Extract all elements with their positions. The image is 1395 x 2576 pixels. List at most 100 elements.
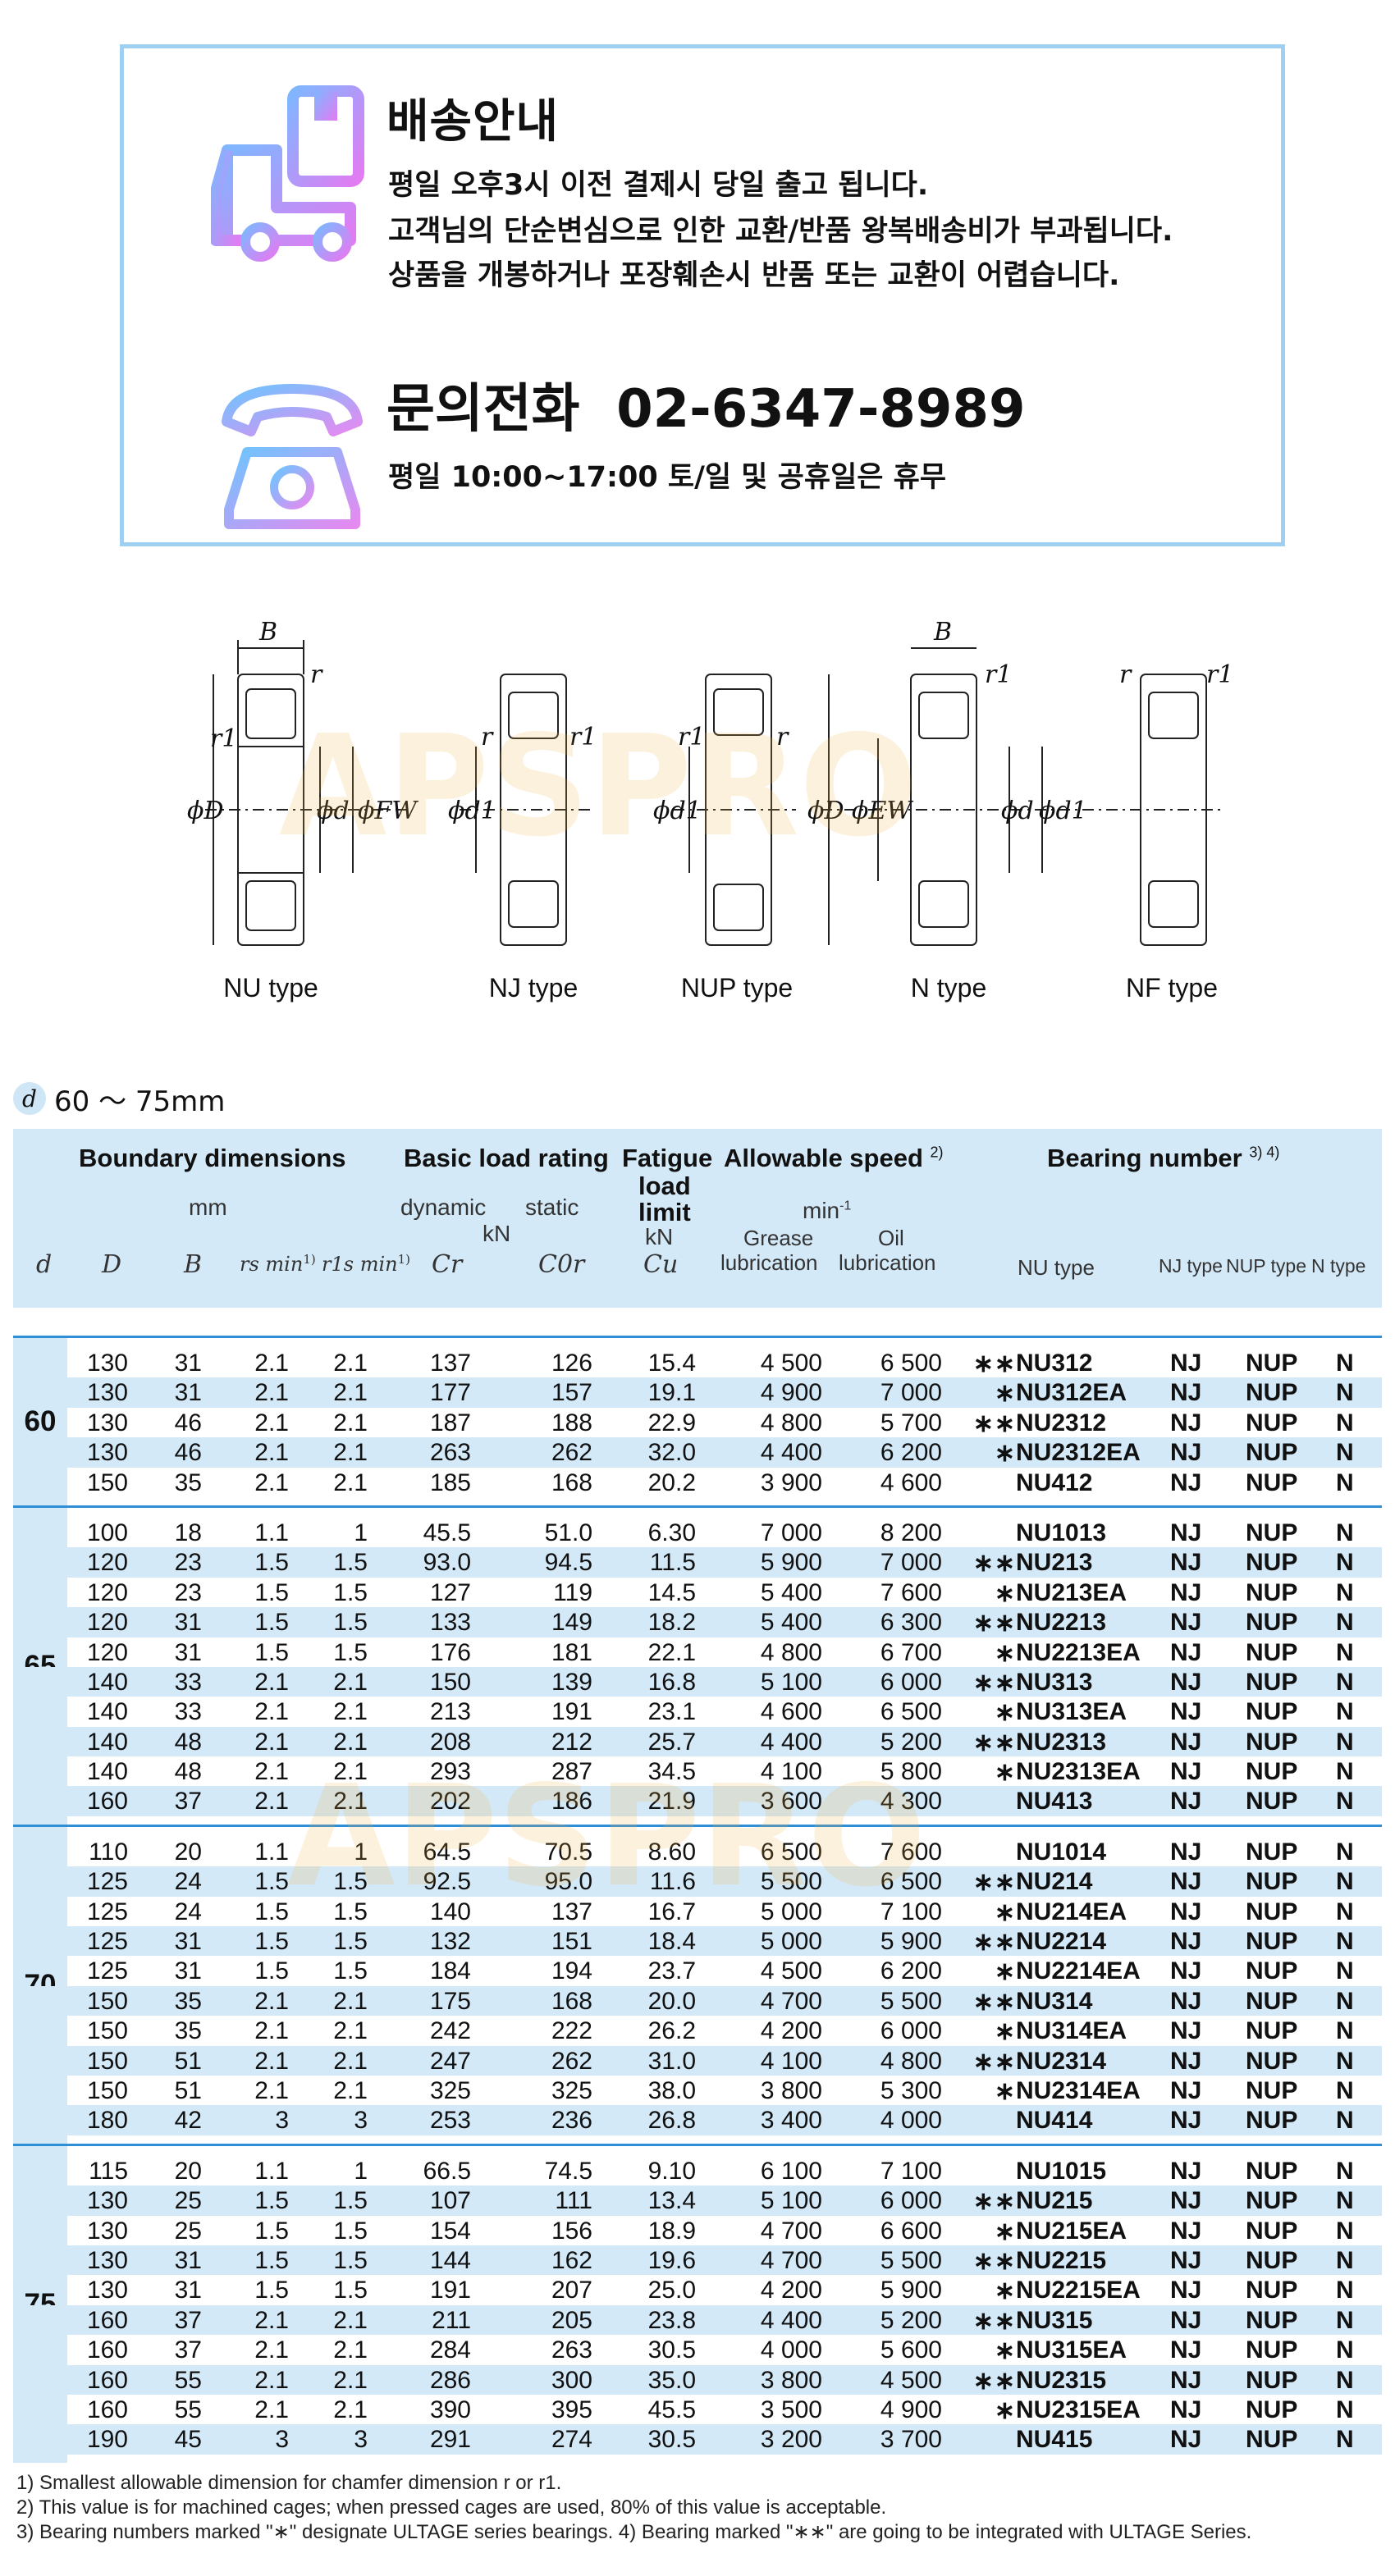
cell-D: 150: [86, 1468, 128, 1496]
cell-nup: NUP: [1246, 1758, 1298, 1786]
cell-D: 125: [86, 1868, 128, 1896]
cell-mark: ∗: [994, 1440, 1016, 1468]
cell-Cr: 184: [429, 1957, 471, 1985]
cell-nj: NJ: [1170, 2217, 1202, 2245]
cell-n: N: [1336, 1350, 1354, 1377]
bore-diameter-label: 60: [13, 1338, 67, 1505]
hdr-r1s: r1s min1): [322, 1252, 410, 1276]
hdr-dynamic: dynamic: [400, 1194, 487, 1220]
cell-rs: 1.1: [254, 1519, 289, 1546]
cell-B: 48: [174, 1728, 202, 1756]
cell-B: 33: [174, 1668, 202, 1696]
cell-rs: 2.1: [254, 2396, 289, 2423]
cell-Cr: 213: [429, 1698, 471, 1726]
cell-B: 51: [174, 2047, 202, 2075]
cell-r1s: 1.5: [333, 2187, 368, 2215]
hdr-Cr: Cr: [432, 1250, 463, 1279]
cell-grease: 3 800: [760, 2076, 822, 2104]
cell-grease: 6 500: [760, 1838, 822, 1866]
cell-grease: 5 900: [760, 1549, 822, 1577]
cell-rs: 1.5: [254, 2217, 289, 2245]
cell-nup: NUP: [1246, 2366, 1298, 2394]
cell-D: 160: [86, 1788, 128, 1816]
cell-oil: 4 500: [880, 2366, 942, 2394]
cell-Cu: 16.7: [647, 1898, 696, 1925]
cell-grease: 5 100: [760, 2187, 822, 2215]
cell-Cr: 325: [429, 2076, 471, 2104]
cell-oil: 5 800: [880, 1758, 942, 1786]
cell-nj: NJ: [1170, 1838, 1202, 1866]
hdr-fatigue-2: load: [638, 1172, 691, 1200]
notice-title: 배송안내: [386, 95, 560, 148]
cell-oil: 4 600: [880, 1468, 942, 1496]
hdr-grease-1: Grease: [743, 1226, 814, 1250]
cell-B: 55: [174, 2366, 202, 2394]
cell-nup: NUP: [1246, 2047, 1298, 2075]
cell-nj: NJ: [1170, 1468, 1202, 1496]
cell-nup: NUP: [1246, 1957, 1298, 1985]
cell-r1s: 2.1: [333, 1758, 368, 1786]
cell-Cr: 177: [429, 1379, 471, 1407]
cell-n: N: [1336, 1957, 1354, 1985]
type-label-nu: NU type: [223, 973, 318, 1003]
table-header: Boundary dimensions Basic load rating Fa…: [13, 1129, 1382, 1308]
type-label-n: N type: [910, 973, 987, 1003]
cell-rs: 1.1: [254, 1838, 289, 1866]
cell-grease: 4 400: [760, 2306, 822, 2334]
cell-D: 150: [86, 2047, 128, 2075]
cell-C0r: 262: [551, 2047, 592, 2075]
cell-r1s: 3: [354, 2107, 368, 2135]
cell-nup: NUP: [1246, 1928, 1298, 1956]
hdr-min-text: min: [803, 1198, 840, 1223]
cell-nup: NUP: [1246, 1379, 1298, 1407]
cell-Cu: 18.2: [647, 1609, 696, 1637]
shipping-notice-box: 배송안내 평일 오후3시 이전 결제시 당일 출고 됩니다. 고객님의 단순변심…: [120, 44, 1285, 546]
label-r-nj: r: [481, 723, 494, 751]
cell-n: N: [1336, 1439, 1354, 1467]
cell-nup: NUP: [1246, 2306, 1298, 2334]
hdr-rs-note: 1): [303, 1252, 316, 1267]
cell-Cr: 107: [429, 2187, 471, 2215]
cell-nj: NJ: [1170, 1788, 1202, 1816]
cell-C0r: 111: [555, 2187, 592, 2215]
cell-nj: NJ: [1170, 1668, 1202, 1696]
hdr-grease-2: lubrication: [720, 1250, 818, 1275]
cell-mark: ∗∗: [972, 1729, 1016, 1756]
cell-grease: 4 100: [760, 2047, 822, 2075]
cell-D: 115: [89, 2157, 128, 2185]
cell-rs: 2.1: [254, 1788, 289, 1816]
cell-n: N: [1336, 1638, 1354, 1666]
label-d1-nj: ϕd1: [448, 797, 496, 825]
hdr-rs: rs min1): [240, 1252, 316, 1276]
cell-Cu: 21.9: [647, 1788, 696, 1816]
cell-r1s: 2.1: [333, 2336, 368, 2364]
label-D-nu: ϕD: [187, 797, 224, 825]
cell-nu: NU213EA: [1016, 1578, 1127, 1606]
delivery-truck-icon: [211, 85, 364, 262]
cell-B: 31: [174, 2277, 202, 2304]
cell-Cr: 140: [429, 1898, 471, 1925]
cell-rs: 2.1: [254, 1350, 289, 1377]
cell-n: N: [1336, 1758, 1354, 1786]
cell-nj: NJ: [1170, 1928, 1202, 1956]
cell-nu: NU1015: [1016, 2157, 1107, 2185]
cell-B: 31: [174, 1609, 202, 1637]
cell-D: 190: [86, 2426, 128, 2454]
label-d1-n: ϕd1: [1039, 797, 1087, 825]
cell-mark: ∗: [994, 1699, 1016, 1727]
cell-oil: 6 600: [880, 2217, 942, 2245]
cell-nu: NU213: [1016, 1549, 1093, 1577]
cell-Cu: 25.7: [647, 1728, 696, 1756]
cell-D: 125: [86, 1928, 128, 1956]
cell-D: 160: [86, 2366, 128, 2394]
cell-Cr: 253: [429, 2107, 471, 2135]
cell-n: N: [1336, 2217, 1354, 2245]
cell-nu: NU413: [1016, 1788, 1093, 1816]
cell-rs: 1.5: [254, 1928, 289, 1956]
